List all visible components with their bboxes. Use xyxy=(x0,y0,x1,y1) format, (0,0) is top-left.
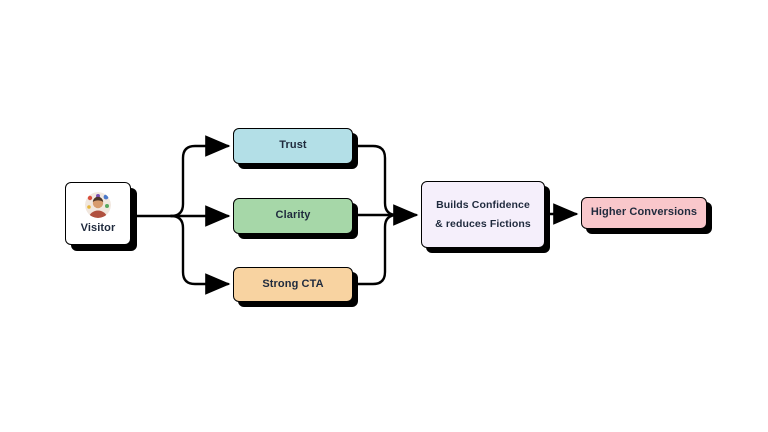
node-clarity[interactable]: Clarity xyxy=(233,198,353,234)
node-label-conversions: Higher Conversions xyxy=(590,206,698,219)
node-label-clarity: Clarity xyxy=(275,209,311,222)
node-higher-conversions[interactable]: Higher Conversions xyxy=(581,197,707,229)
node-label-confidence-line2: & reduces Fictions xyxy=(435,217,531,230)
node-trust[interactable]: Trust xyxy=(233,128,353,164)
node-visitor[interactable]: Visitor xyxy=(65,182,131,245)
node-label-confidence-line1: Builds Confidence xyxy=(436,199,530,212)
node-label-trust: Trust xyxy=(279,139,307,152)
node-strong-cta[interactable]: Strong CTA xyxy=(233,267,353,302)
edge-strongcta-confidence xyxy=(351,213,399,286)
edge-visitor-strongcta xyxy=(169,214,231,295)
edge-visitor-trust xyxy=(169,135,231,218)
node-label-strong-cta: Strong CTA xyxy=(262,277,324,290)
node-label-visitor: Visitor xyxy=(80,221,116,234)
node-builds-confidence[interactable]: Builds Confidence & reduces Fictions xyxy=(421,181,545,248)
edge-trust-confidence xyxy=(351,144,399,217)
visitor-avatar-icon xyxy=(85,191,111,218)
